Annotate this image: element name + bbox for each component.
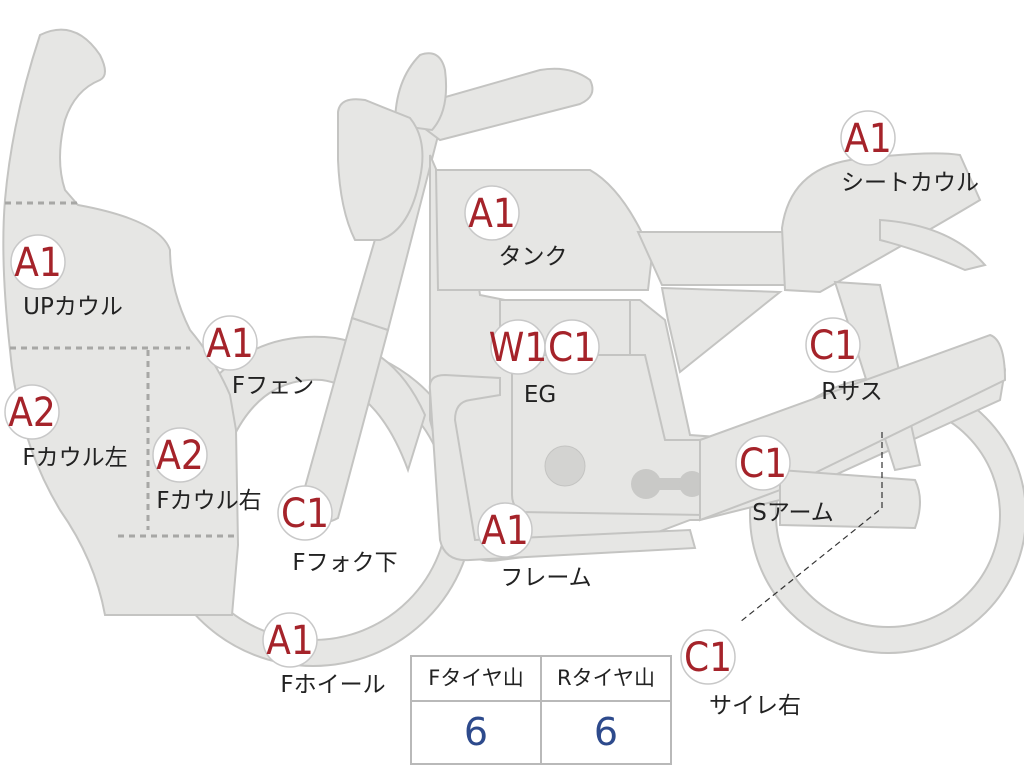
part-label-f-wheel: Fホイール [280, 672, 385, 698]
grade-badge [544, 319, 600, 375]
grade-label: C1 [809, 323, 857, 369]
grade-badge [477, 502, 533, 558]
grade-badge [464, 185, 520, 241]
grade-label: A1 [206, 321, 254, 367]
rear-tire-tread-header: Rタイヤ山 [557, 666, 655, 690]
grade-badge [10, 234, 66, 290]
grade-label: A1 [481, 508, 529, 554]
grade-badge [152, 427, 208, 483]
part-label-f-cowl-r: Fカウル右 [156, 488, 261, 514]
part-label-seat-cowl: シートカウル [841, 170, 979, 196]
front-tire-tread-header: Fタイヤ山 [428, 666, 524, 690]
front-tire-tread-value: 6 [463, 710, 489, 754]
grade-label: A1 [844, 116, 892, 162]
part-label-s-arm: Sアーム [752, 500, 834, 526]
grade-label: A2 [156, 433, 204, 479]
tire-tread-table: Fタイヤ山 Rタイヤ山 6 6 [410, 655, 672, 765]
grade-label: C1 [281, 491, 329, 537]
part-label-f-fender: Fフェン [232, 373, 314, 399]
grade-label: C1 [548, 325, 596, 371]
part-label-muffler-r: サイレ右 [709, 693, 801, 719]
grade-badge [735, 435, 791, 491]
grade-label: A2 [8, 390, 56, 436]
front-cowl [2, 28, 240, 616]
grade-badge [840, 110, 896, 166]
part-label-f-fork: Fフォク下 [292, 550, 397, 576]
headlight [337, 98, 424, 241]
grade-label: C1 [684, 635, 732, 681]
part-label-frame: フレーム [500, 565, 591, 591]
grade-badge [680, 629, 736, 685]
grade-badge [262, 612, 318, 668]
part-label-up-cowl: UPカウル [23, 294, 123, 320]
grade-label: W1 [489, 325, 547, 371]
rear-tire-tread-value: 6 [593, 710, 619, 754]
part-label-f-cowl-l: Fカウル左 [22, 445, 127, 471]
grade-badge [4, 384, 60, 440]
grade-badge [805, 317, 861, 373]
grade-label: A1 [468, 191, 516, 237]
grade-label: A1 [14, 240, 62, 286]
part-label-tank: タンク [499, 244, 568, 270]
part-label-engine: EG [524, 382, 556, 408]
table-divider [540, 657, 542, 763]
grade-badge [202, 315, 258, 371]
grade-badge [277, 485, 333, 541]
part-label-r-sus: Rサス [821, 379, 883, 405]
grade-label: A1 [266, 618, 314, 664]
grade-label: C1 [739, 441, 787, 487]
